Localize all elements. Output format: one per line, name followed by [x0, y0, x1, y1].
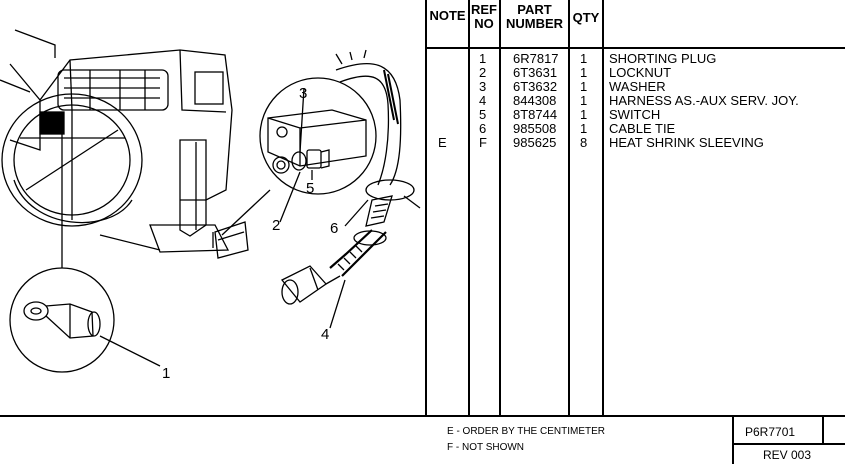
row-2-part: 6T3631	[513, 65, 558, 80]
row-6-desc: CABLE TIE	[609, 121, 676, 136]
row-2-desc: LOCKNUT	[609, 65, 672, 80]
row-7-desc: HEAT SHRINK SLEEVING	[609, 135, 764, 150]
title-block-rule	[732, 443, 845, 445]
row-5-part: 8T8744	[513, 107, 558, 122]
row-7-ref: F	[479, 135, 487, 150]
detail-view-shorting-plug	[9, 267, 161, 373]
row-1-part: 6R7817	[513, 51, 559, 66]
table-border-left	[425, 0, 427, 416]
row-7-qty: 8	[580, 135, 588, 150]
callout-1: 1	[162, 365, 171, 382]
row-3-part: 6T3632	[513, 79, 558, 94]
callout-6: 6	[330, 220, 339, 237]
row-4-part: 844308	[513, 93, 557, 108]
row-6-part: 985508	[513, 121, 557, 136]
row-1-desc: SHORTING PLUG	[609, 51, 717, 66]
row-3-desc: WASHER	[609, 79, 666, 94]
row-4-desc: HARNESS AS.-AUX SERV. JOY.	[609, 93, 799, 108]
header-qty: QTY	[572, 10, 600, 25]
table-divider	[568, 0, 570, 416]
row-7-part: 985625	[513, 135, 557, 150]
row-5-desc: SWITCH	[609, 107, 661, 122]
row-4-ref: 4	[479, 93, 487, 108]
row-6-qty: 1	[580, 121, 588, 136]
detail-view-switch	[259, 77, 377, 223]
title-block-border	[732, 416, 734, 464]
header-underline	[425, 47, 845, 49]
document-number: P6R7701	[745, 425, 796, 439]
footnote-f: F - NOT SHOWN	[447, 442, 525, 453]
row-3-ref: 3	[479, 79, 487, 94]
callout-5: 5	[306, 180, 315, 197]
harness-drawing	[280, 49, 421, 329]
row-1-ref: 1	[479, 51, 487, 66]
row-2-qty: 1	[580, 65, 588, 80]
row-7-note: E	[438, 135, 447, 150]
row-2-ref: 2	[479, 65, 487, 80]
callout-4: 4	[321, 326, 330, 343]
table-divider	[499, 0, 501, 416]
callout-2: 2	[272, 217, 281, 234]
table-divider	[602, 0, 604, 416]
revision-label: REV 003	[763, 448, 812, 462]
row-3-qty: 1	[580, 79, 588, 94]
row-1-qty: 1	[580, 51, 588, 66]
footer-top-rule	[0, 415, 845, 417]
row-4-qty: 1	[580, 93, 588, 108]
row-5-ref: 5	[479, 107, 487, 122]
footnote-e: E - ORDER BY THE CENTIMETER	[447, 426, 605, 437]
cab-dashboard-drawing	[0, 29, 271, 268]
row-5-qty: 1	[580, 107, 588, 122]
row-6-ref: 6	[479, 121, 487, 136]
title-block-divider	[822, 416, 824, 444]
header-note: NOTE	[429, 8, 466, 23]
callout-3: 3	[299, 85, 308, 102]
table-divider	[468, 0, 470, 416]
